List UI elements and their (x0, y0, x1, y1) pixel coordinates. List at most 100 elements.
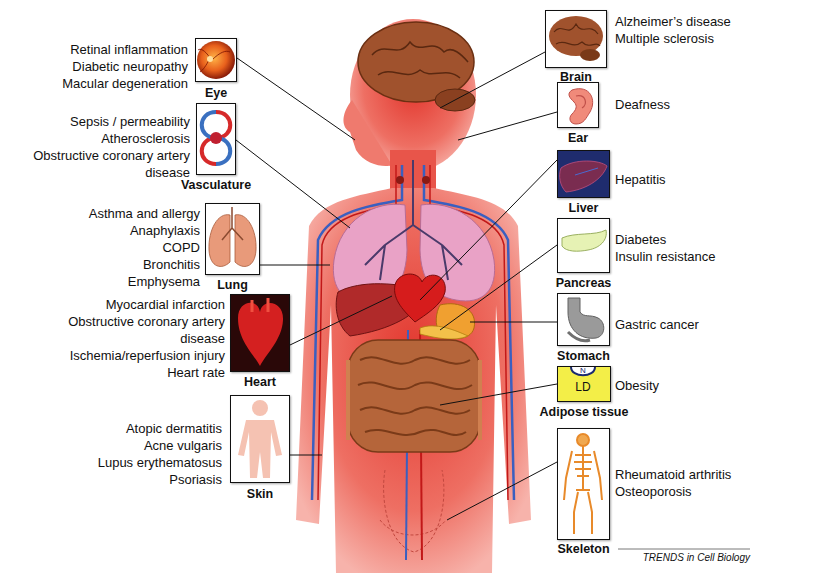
skeleton-icon (557, 428, 610, 540)
organ-panel: VasculatureSepsis / permeabilityAtherosc… (196, 103, 236, 175)
leader-lines (290, 455, 322, 456)
disease-item: Diabetic neuropathy (13, 58, 188, 75)
organ-icon-frame (557, 82, 599, 128)
lung-icon (209, 215, 230, 267)
skeleton-icon (574, 490, 592, 534)
brain-icon (545, 10, 607, 68)
disease-item: Diabetes (615, 231, 805, 248)
lung-icon (235, 215, 256, 267)
brain-organ (358, 22, 475, 111)
disease-list: Gastric cancer (615, 316, 805, 333)
disease-item: Multiple sclerosis (615, 30, 805, 47)
leader-lines (458, 112, 557, 140)
disease-item: Retinal inflammation (13, 41, 188, 58)
organ-icon-frame (230, 395, 290, 483)
eye-icon (207, 56, 213, 62)
disease-list: Asthma and allergyAnaphylaxisCOPDBronchi… (25, 205, 200, 290)
disease-item: Macular degeneration (13, 75, 188, 92)
intestines-organ (348, 340, 480, 452)
icon-label: N (577, 366, 589, 376)
disease-item: Deafness (615, 96, 805, 113)
name-slot: Vasculature (146, 178, 286, 192)
adipose-icon (557, 366, 611, 402)
organ-icon-frame (557, 428, 610, 540)
stomach-icon (557, 293, 610, 346)
disease-item: Hepatitis (615, 171, 805, 188)
label-slot: TRENDS in Cell Biology (590, 552, 750, 564)
journal-credit: TRENDS in Cell Biology (590, 552, 750, 564)
disease-list: Sepsis / permeabilityAtherosclerosisObst… (15, 113, 190, 181)
brain-icon (545, 10, 607, 68)
disease-item: Heart rate (50, 364, 225, 381)
organ-panel: HeartMyocardial infarctionObstructive co… (230, 294, 290, 372)
skin-icon (252, 400, 268, 416)
leader-lines (470, 322, 557, 323)
disease-item: Ischemia/reperfusion injury (50, 347, 225, 364)
eye-icon (195, 38, 237, 82)
disease-list: DiabetesInsulin resistance (615, 231, 805, 265)
organ-panel: EarDeafness (557, 82, 599, 128)
ear-icon (557, 82, 599, 128)
leader-lines (440, 52, 545, 108)
skin-icon (230, 395, 290, 483)
organ-panel: BrainAlzheimer’s diseaseMultiple scleros… (545, 10, 607, 68)
heart-icon (238, 303, 283, 366)
organ-name: Skin (180, 487, 340, 501)
organ-panel: SkinAtopic dermatitisAcne vulgarisLupus … (230, 395, 290, 483)
disease-item: Insulin resistance (615, 248, 805, 265)
disease-list: Hepatitis (615, 171, 805, 188)
disease-list: Alzheimer’s diseaseMultiple sclerosis (615, 13, 805, 47)
pancreas-organ (420, 326, 468, 339)
ear-icon (557, 82, 599, 128)
skin-icon (230, 395, 290, 483)
leader-lines (440, 245, 557, 330)
label-slot: N (577, 366, 589, 376)
disease-list: Myocardial infarctionObstructive coronar… (50, 296, 225, 381)
brain-organ (372, 42, 468, 78)
organ-panel: SkeletonRheumatoid arthritisOsteoporosis (557, 428, 610, 540)
disease-list: Rheumatoid arthritisOsteoporosis (615, 466, 805, 500)
disease-item: Psoriasis (47, 471, 222, 488)
name-slot: Skin (180, 487, 340, 501)
eye-icon (197, 41, 235, 79)
name-slot: Skeleton (507, 542, 660, 556)
pancreas-organ (420, 326, 468, 339)
leader-lines (420, 160, 557, 300)
name-slot: Liver (507, 201, 660, 215)
thyroid (422, 176, 430, 184)
icon-label: LD (569, 380, 597, 394)
label-slot: LD (569, 380, 597, 394)
disease-item: COPD (25, 239, 200, 256)
name-slot: Ear (507, 131, 649, 145)
disease-item: Anaphylaxis (25, 222, 200, 239)
disease-item: Obstructive coronary artery disease (50, 313, 225, 347)
ear-icon (569, 89, 593, 124)
ear-icon (576, 96, 585, 108)
leader-lines (440, 384, 557, 405)
disease-item: Atherosclerosis (15, 130, 190, 147)
disease-list: Retinal inflammationDiabetic neuropathyM… (13, 41, 188, 92)
skeleton-icon (564, 451, 602, 500)
heart-icon (230, 294, 290, 372)
disease-item: Acne vulgaris (47, 437, 222, 454)
stomach-icon (568, 298, 604, 338)
adipose-icon (557, 366, 611, 402)
thyroid (396, 176, 404, 184)
disease-item: Rheumatoid arthritis (615, 466, 805, 483)
skeleton-icon (574, 455, 592, 476)
name-slot: Stomach (507, 349, 660, 363)
organ-name: Adipose tissue (507, 405, 661, 419)
skeleton-icon (557, 428, 610, 540)
heart-icon (252, 298, 268, 312)
name-slot: Pancreas (507, 276, 660, 290)
organ-icon-frame (545, 10, 607, 68)
disease-item: Gastric cancer (615, 316, 805, 333)
disease-item: Bronchitis (25, 256, 200, 273)
organ-panel: PancreasDiabetesInsulin resistance (557, 218, 610, 273)
body-silhouette (296, 19, 531, 573)
vasculature-icon (202, 112, 231, 164)
disease-item: Lupus erythematosus (47, 454, 222, 471)
pancreas-icon (562, 230, 606, 251)
disease-item: Obstructive coronary artery disease (15, 147, 190, 181)
